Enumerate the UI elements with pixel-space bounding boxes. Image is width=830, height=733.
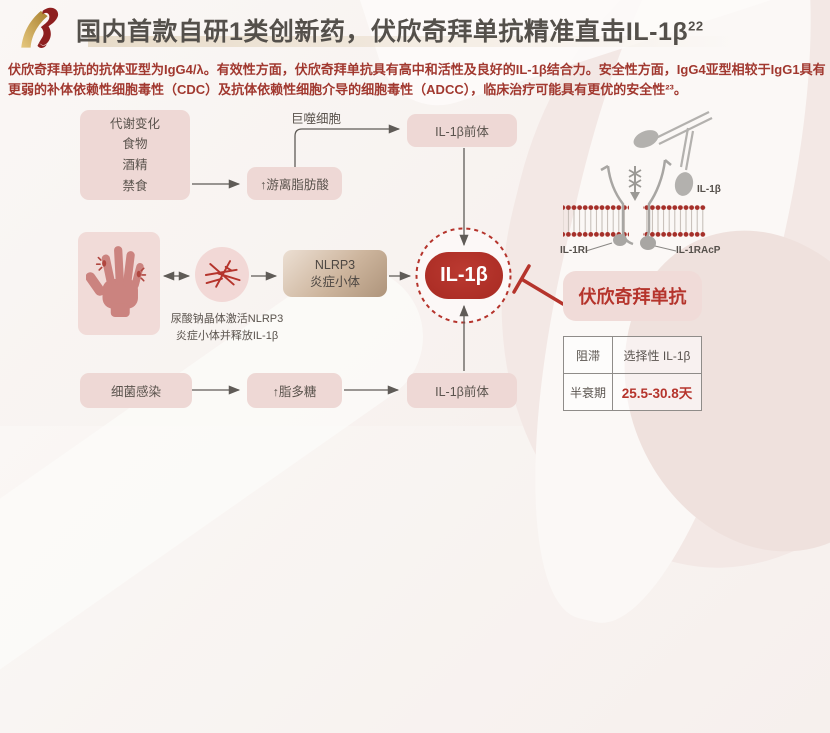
receptor-label-lines: [585, 242, 677, 252]
inflamed-hand-icon: [86, 245, 147, 317]
table-row: 阻滞 选择性 IL-1β: [564, 337, 701, 373]
table-row-value-highlight: 25.5-30.8天: [621, 386, 693, 401]
cell-membrane: [563, 203, 706, 237]
free-fatty-acid-box: ↑游离脂肪酸: [247, 167, 342, 200]
urate-caption-line-1: 尿酸钠晶体激活NLRP3: [170, 313, 284, 325]
table-row-label: 阻滞: [564, 337, 613, 373]
nlrp3-inflammasome-box: NLRP3 炎症小体: [283, 250, 387, 297]
bacterial-infection-box: 细菌感染: [80, 373, 192, 408]
table-row-value: 选择性 IL-1β: [623, 348, 691, 363]
inhibition-line: [512, 264, 565, 306]
intro-paragraph: 伏欣奇拜单抗的抗体亚型为IgG4/λ。有效性方面，伏欣奇拜单抗具有高中和活性及良…: [8, 62, 826, 98]
page-title-superscript: 22: [688, 18, 704, 34]
metabolic-line-1: 代谢变化: [109, 116, 160, 131]
il1b-precursor-bottom-box: IL-1β前体: [407, 373, 517, 408]
urate-caption: 尿酸钠晶体激活NLRP3 炎症小体并释放IL-1β: [152, 311, 302, 344]
il1b-precursor-top-box: IL-1β前体: [407, 114, 517, 147]
metabolic-line-4: 禁食: [122, 178, 148, 193]
il1ri-label: IL-1RI: [560, 245, 588, 256]
inflamed-hand-box: [78, 232, 160, 335]
il1-receptor: [600, 159, 672, 246]
macrophage-label: 巨噬细胞: [291, 112, 342, 126]
il1racp-label: IL-1RAcP: [676, 245, 721, 256]
central-il1b-pill: IL-1β: [425, 252, 503, 299]
metabolic-line-2: 食物: [122, 137, 148, 152]
urate-caption-line-2: 炎症小体并释放IL-1β: [175, 329, 279, 342]
slide: 国内首款自研1类创新药，伏欣奇拜单抗精准直击IL-1β22 伏欣奇拜单抗的抗体亚…: [8, 0, 830, 618]
drug-info-table: 阻滞 选择性 IL-1β 半衰期 25.5-30.8天: [563, 336, 702, 411]
drug-name-badge: 伏欣奇拜单抗: [563, 271, 702, 321]
page-title-text: 国内首款自研1类创新药，伏欣奇拜单抗精准直击IL-1β: [76, 18, 689, 46]
table-row: 半衰期 25.5-30.8天: [564, 373, 701, 410]
brand-ribbon-logo-icon: [21, 7, 59, 48]
table-row-label: 半衰期: [564, 374, 613, 410]
nlrp3-line-2: 炎症小体: [309, 274, 360, 289]
receptor-blob-right: [640, 236, 656, 250]
metabolic-line-3: 酒精: [122, 158, 148, 172]
blocked-signal-icon: [628, 166, 642, 201]
il1b-antigen-label: IL-1β: [697, 184, 721, 195]
urate-crystal-icon: [204, 259, 241, 288]
lipopolysaccharide-box: ↑脂多糖: [247, 373, 342, 408]
urate-crystal-circle: [195, 247, 249, 302]
receptor-blob-left: [613, 234, 627, 246]
page-title: 国内首款自研1类创新药，伏欣奇拜单抗精准直击IL-1β22: [76, 12, 704, 48]
nlrp3-line-1: NLRP3: [314, 257, 356, 272]
metabolic-change-box: 代谢变化 食物 酒精 禁食: [80, 110, 190, 200]
